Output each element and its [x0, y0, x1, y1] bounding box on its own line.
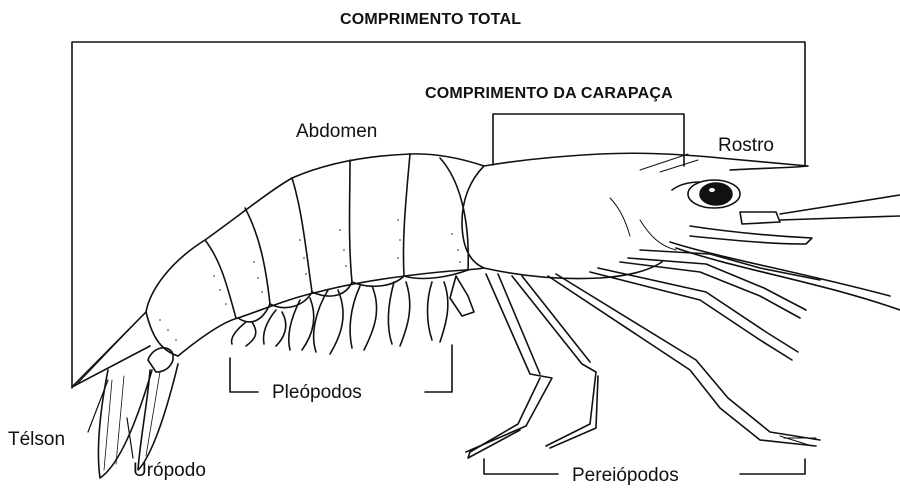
- tail-fan: [72, 312, 178, 478]
- carapace-length-bracket: [493, 114, 684, 166]
- pleopods-label: Pleópodos: [272, 383, 362, 402]
- total-length-label: COMPRIMENTO TOTAL: [340, 12, 521, 28]
- abdomen-label: Abdomen: [296, 122, 377, 141]
- eye: [672, 180, 740, 208]
- pereiopods: [466, 250, 820, 458]
- leader-lines: [88, 380, 133, 458]
- rostrum-label: Rostro: [718, 136, 774, 155]
- carapace-length-label: COMPRIMENTO DA CARAPAÇA: [425, 86, 673, 102]
- telson-label: Télson: [8, 430, 65, 449]
- uropod-label: Urópodo: [133, 461, 206, 480]
- antennae: [670, 195, 900, 310]
- pereiopods-label: Pereiópodos: [572, 466, 679, 485]
- carapace-outline: [462, 153, 808, 278]
